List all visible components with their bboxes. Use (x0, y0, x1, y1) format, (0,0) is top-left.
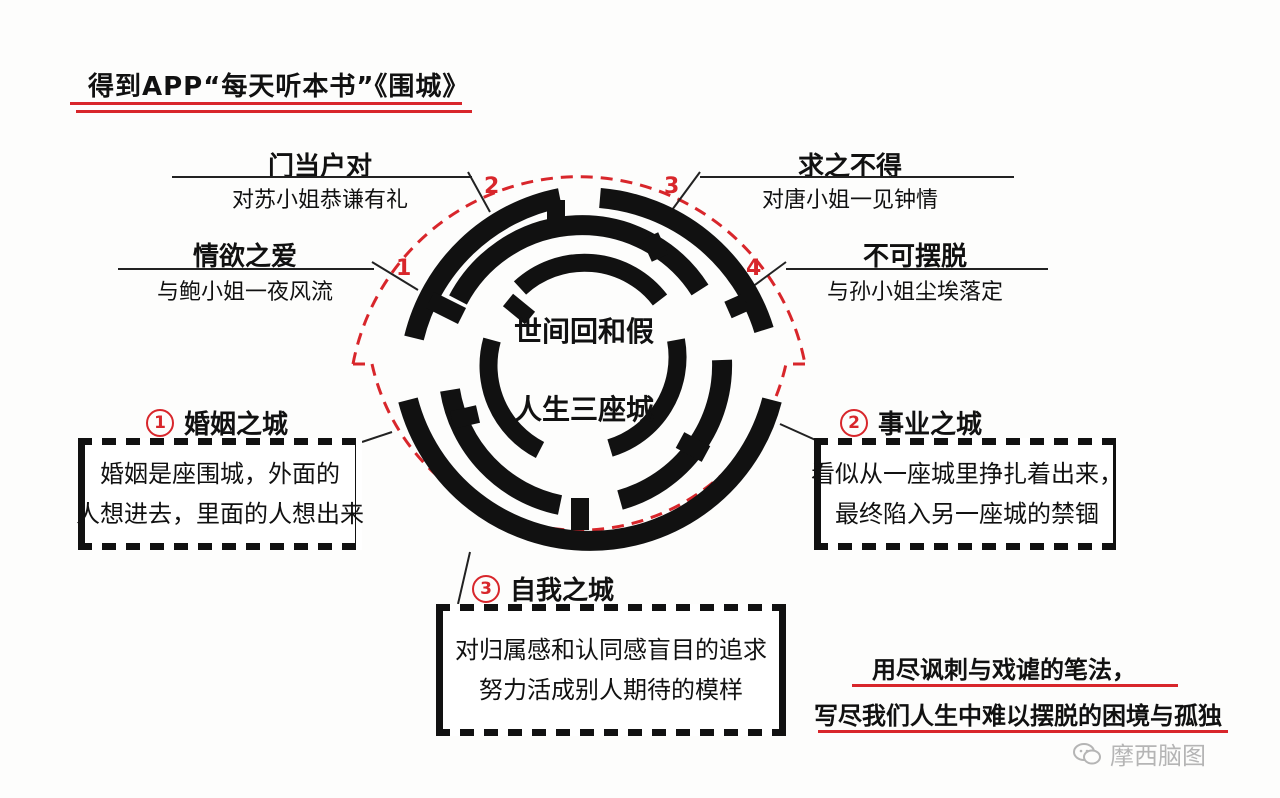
city-title-2: 2 事业之城 (840, 404, 982, 441)
segment-number-4: 4 (746, 256, 762, 281)
title-underline-2 (76, 110, 472, 113)
city-number-badge-3: 3 (472, 574, 500, 603)
topic-rule-2 (172, 176, 472, 178)
topic-rule-4 (786, 268, 1048, 270)
city-box-2: 看似从一座城里挣扎着出来， 最终陷入另一座城的禁锢 (811, 438, 1123, 550)
city-desc-line: 努力活成别人期待的模样 (479, 676, 743, 704)
segment-number-3: 3 (664, 174, 680, 199)
watermark: 摩西脑图 (1072, 736, 1206, 771)
segment-number-1: 1 (396, 256, 412, 281)
watermark-text: 摩西脑图 (1110, 742, 1206, 770)
city-desc-line: 最终陷入另一座城的禁锢 (835, 500, 1099, 528)
city-title-3: 3 自我之城 (472, 570, 614, 607)
city-title-text-1: 婚姻之城 (184, 410, 289, 440)
topic-desc-4: 与孙小姐尘埃落定 (826, 280, 1003, 305)
topic-rule-3 (700, 176, 1014, 178)
city-title-1: 1 婚姻之城 (146, 404, 288, 441)
quote-underline-1 (852, 684, 1178, 687)
segment-number-2: 2 (484, 174, 500, 199)
city-number-badge-2: 2 (840, 408, 868, 437)
city-desc-line: 看似从一座城里挣扎着出来， (811, 460, 1123, 488)
topic-name-4: 不可摆脱 (862, 242, 967, 272)
topic-desc-1: 与鲍小姐一夜风流 (156, 280, 333, 305)
city-desc-line: 对归属感和认同感盲目的追求 (455, 636, 767, 664)
page-title: 得到APP“每天听本书”《围城》 (88, 72, 470, 102)
city-box-3: 对归属感和认同感盲目的追求 努力活成别人期待的模样 (436, 604, 786, 736)
topic-name-1: 情欲之爱 (192, 242, 297, 272)
center-text-line1: 世间回和假 (513, 315, 654, 348)
wechat-icon (1073, 742, 1101, 764)
city-desc-line: 婚姻是座围城，外面的 (100, 460, 340, 488)
topic-desc-3: 对唐小姐一见钟情 (761, 188, 938, 213)
city-box-1: 婚姻是座围城，外面的 人想进去，里面的人想出来 (76, 438, 364, 550)
title-underline (70, 102, 462, 105)
quote-underline-2 (818, 730, 1228, 733)
city-desc-line: 人想进去，里面的人想出来 (76, 500, 364, 528)
city-title-text-3: 自我之城 (510, 576, 615, 606)
topic-rule-1 (118, 268, 374, 270)
city-number-badge-1: 1 (146, 408, 174, 437)
topic-desc-2: 对苏小姐恭谦有礼 (231, 188, 408, 213)
center-text-line2: 人生三座城 (513, 393, 654, 426)
maze (398, 188, 782, 551)
quote-line2: 写尽我们人生中难以摆脱的困境与孤独 (814, 702, 1222, 730)
quote-line1: 用尽讽刺与戏谑的笔法， (872, 656, 1136, 684)
city-title-text-2: 事业之城 (878, 410, 983, 440)
